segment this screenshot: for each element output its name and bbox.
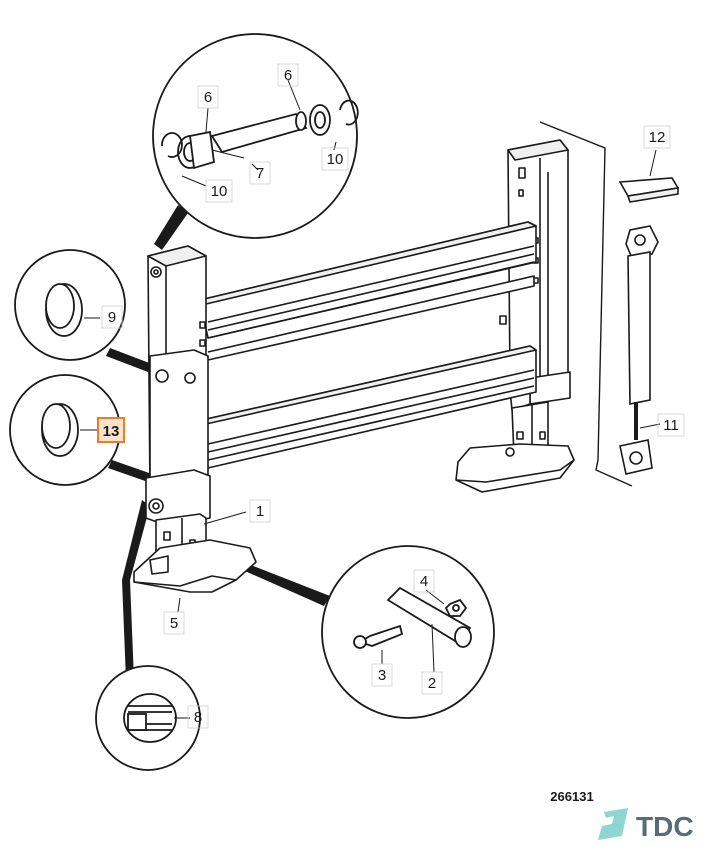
callout-12: 12 bbox=[643, 125, 671, 149]
detail-plug-9 bbox=[14, 249, 126, 361]
callout-1: 1 bbox=[249, 499, 271, 523]
callout-1-label: 1 bbox=[256, 503, 264, 520]
leader-detail-13 bbox=[108, 460, 152, 482]
lower-rail bbox=[201, 345, 537, 469]
detail-circles bbox=[9, 33, 495, 771]
callouts: 1 2 3 4 5 6 6 7 bbox=[97, 63, 685, 729]
tdc-logo-mark bbox=[598, 808, 628, 840]
callout-13-highlight-box bbox=[97, 417, 125, 443]
leader-top-detail bbox=[154, 205, 188, 250]
left-upright bbox=[133, 245, 257, 593]
detail-plug-8 bbox=[95, 665, 201, 771]
drawing-number: 266131 bbox=[550, 789, 593, 804]
leader-detail-8 bbox=[122, 500, 150, 680]
callout-10b-label: 10 bbox=[327, 151, 344, 168]
callout-3-label: 3 bbox=[378, 667, 386, 684]
plug-hole-upper bbox=[155, 369, 169, 383]
frame-assembly bbox=[133, 139, 575, 593]
leader-detail-9 bbox=[106, 348, 152, 372]
callout-7: 7 bbox=[249, 161, 271, 185]
upper-rail bbox=[199, 221, 537, 361]
callout-11-label: 11 bbox=[663, 417, 679, 434]
callout-3: 3 bbox=[371, 663, 393, 687]
bracket-outline bbox=[539, 121, 633, 487]
callout-6b-label: 6 bbox=[284, 67, 292, 84]
gas-strut-group bbox=[539, 121, 680, 487]
right-upright bbox=[455, 139, 575, 493]
callout-7-label: 7 bbox=[256, 165, 264, 182]
callout-10a: 10 bbox=[205, 179, 233, 203]
detail-bolt-pin bbox=[321, 545, 495, 719]
callout-9: 9 bbox=[101, 305, 123, 329]
detail-pivot-pin bbox=[152, 33, 359, 239]
callout-11: 11 bbox=[657, 413, 685, 437]
callout-6a: 6 bbox=[197, 85, 219, 109]
tdc-logo-text: TDC bbox=[636, 811, 694, 842]
callout-10a-label: 10 bbox=[211, 183, 228, 200]
callout-9-label: 9 bbox=[108, 309, 116, 326]
callout-4-label: 4 bbox=[420, 573, 428, 590]
callout-5-label: 5 bbox=[170, 615, 178, 632]
callout-2: 2 bbox=[421, 671, 443, 695]
detail-plug-13 bbox=[9, 374, 121, 486]
callout-13-highlighted: 13 bbox=[97, 417, 125, 443]
cap-12 bbox=[618, 177, 680, 203]
callout-2-label: 2 bbox=[428, 675, 436, 692]
callout-6a-label: 6 bbox=[204, 89, 212, 106]
callout-8: 8 bbox=[187, 705, 209, 729]
callout-6b: 6 bbox=[277, 63, 299, 87]
callout-10b: 10 bbox=[321, 147, 349, 171]
callout-13-label: 13 bbox=[103, 423, 120, 440]
tdc-logo: TDC bbox=[598, 808, 694, 842]
callout-12-label: 12 bbox=[649, 129, 666, 146]
callout-5: 5 bbox=[163, 611, 185, 635]
gas-strut-11 bbox=[619, 225, 659, 475]
callout-8-label: 8 bbox=[194, 709, 202, 726]
callout-4: 4 bbox=[413, 569, 435, 593]
